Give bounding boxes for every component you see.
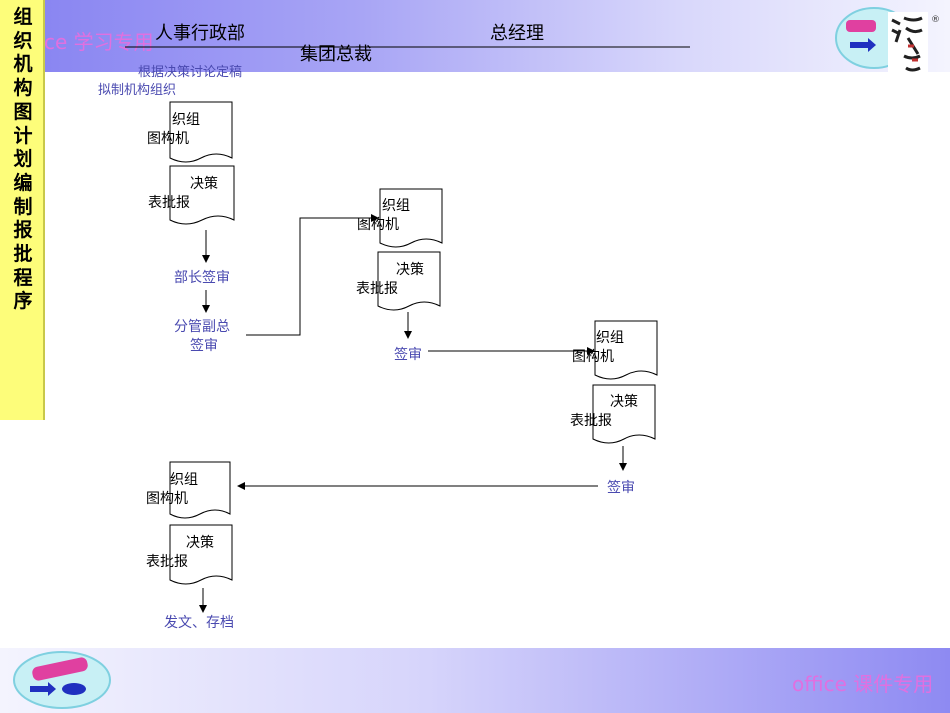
connector-vp-to-gm xyxy=(246,214,379,336)
footer-band xyxy=(0,648,950,713)
header-hr-dept: 人事行政部 xyxy=(155,23,245,44)
doc-org-chart-4 xyxy=(169,461,231,519)
watermark-bottom: office 课件专用 xyxy=(792,672,934,696)
note-draft: 拟制机构组织 xyxy=(98,83,177,98)
step-issue-and-archive: 发文、存档 xyxy=(164,615,234,631)
doc-report-3 xyxy=(592,384,656,444)
logo-top-right: ® xyxy=(835,7,940,78)
doc-report-1-line1: 决策 xyxy=(190,176,218,192)
step-president-review: 签审 xyxy=(607,480,635,496)
doc-report-2 xyxy=(377,251,441,311)
step-vp-review-line1: 分管副总 xyxy=(174,319,230,335)
header-general-manager: 总经理 xyxy=(490,23,544,44)
doc-org-chart-1 xyxy=(169,101,233,163)
doc-report-3-line2: 表批报 xyxy=(570,413,612,429)
doc-report-2-line1: 决策 xyxy=(396,262,424,278)
logo-bottom-left xyxy=(13,651,111,709)
doc-org-chart-3 xyxy=(594,320,658,380)
doc-org-chart-2-line1: 织组 xyxy=(382,198,410,214)
step-vp-review-line2: 签审 xyxy=(190,338,218,354)
registered-mark: ® xyxy=(931,15,940,25)
header-band xyxy=(45,0,950,72)
doc-report-3-line1: 决策 xyxy=(610,394,638,410)
step-dept-head-review: 部长签审 xyxy=(174,270,230,286)
doc-org-chart-2 xyxy=(379,188,443,248)
doc-report-2-line2: 表批报 xyxy=(356,281,398,297)
side-title-bar xyxy=(0,0,45,420)
doc-org-chart-4-line1: 织组 xyxy=(170,472,198,488)
doc-report-1-line2: 表批报 xyxy=(148,195,190,211)
doc-org-chart-3-line1: 织组 xyxy=(596,330,624,346)
doc-report-4-line2: 表批报 xyxy=(146,554,188,570)
note-finalize: 根据决策讨论定稿 xyxy=(138,65,243,80)
step-gm-review: 签审 xyxy=(394,347,422,363)
doc-org-chart-1-line2: 图构机 xyxy=(147,131,189,147)
doc-org-chart-3-line2: 图构机 xyxy=(572,349,614,365)
header-group-president: 集团总裁 xyxy=(300,44,372,65)
watermark-top: ce 学习专用 xyxy=(44,30,154,54)
side-title: 组织机构图计划编制报批程序 xyxy=(13,6,33,313)
doc-report-4 xyxy=(169,524,233,585)
doc-org-chart-2-line2: 图构机 xyxy=(357,217,399,233)
doc-report-1 xyxy=(169,165,235,225)
doc-org-chart-4-line2: 图构机 xyxy=(146,491,188,507)
doc-report-4-line1: 决策 xyxy=(186,535,214,551)
doc-org-chart-1-line1: 织组 xyxy=(172,112,200,128)
